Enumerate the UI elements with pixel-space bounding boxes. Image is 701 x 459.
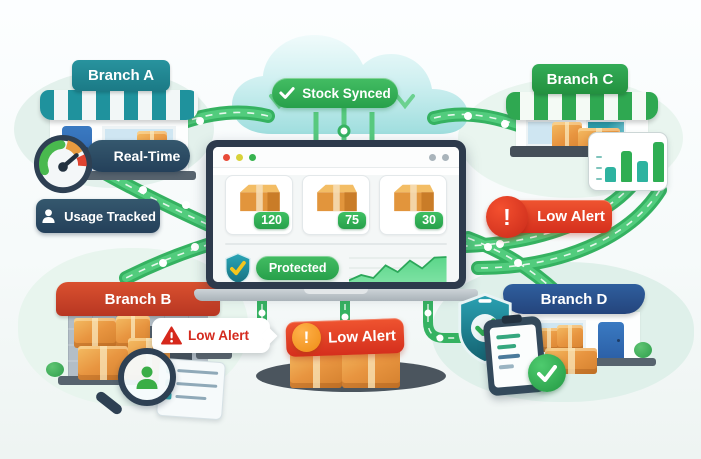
warning-triangle-icon <box>161 326 182 345</box>
laptop-screen: 120 75 30 <box>213 147 459 282</box>
dashboard-content: 120 75 30 <box>213 175 459 282</box>
protected-row: Protected <box>213 245 459 282</box>
branch-b-label: Branch B <box>104 290 172 308</box>
bush-icon <box>46 362 64 377</box>
bar <box>653 142 664 182</box>
inventory-card: 120 <box>225 175 293 235</box>
window-dot <box>442 153 449 161</box>
browser-topbar <box>213 147 459 168</box>
stock-synced-label: Stock Synced <box>302 85 391 101</box>
check-circle-icon <box>528 354 566 392</box>
box-icon <box>394 184 434 212</box>
stock-count-badge: 75 <box>338 212 366 229</box>
shield-icon <box>225 252 251 282</box>
exclamation-circle-icon: ! <box>292 323 321 352</box>
branch-a-sign: Branch A <box>72 60 170 91</box>
branch-b-low-alert-label: Low Alert <box>188 328 250 343</box>
divider <box>225 243 447 245</box>
branch-d-awning: Branch D <box>503 284 645 314</box>
branch-d-door <box>598 322 624 360</box>
inventory-cards-row: 120 75 30 <box>225 175 447 235</box>
window-dot <box>429 153 436 161</box>
branch-c-base <box>510 146 658 157</box>
usage-tracked-badge: Usage Tracked <box>36 199 160 233</box>
traffic-light-red <box>223 153 230 161</box>
branch-a-base <box>42 171 196 180</box>
branch-d-label: Branch D <box>540 290 608 308</box>
stock-count-badge: 120 <box>254 212 289 229</box>
laptop: 120 75 30 <box>206 140 466 289</box>
center-low-alert-label: Low Alert <box>327 327 397 347</box>
bar <box>637 161 648 182</box>
box-icon <box>240 184 280 212</box>
stock-synced-badge: Stock Synced <box>272 78 398 108</box>
check-icon <box>279 87 295 99</box>
branch-c-bar-chart-bars <box>605 140 664 182</box>
branch-c-low-alert-label: Low Alert <box>537 208 605 225</box>
protected-badge: Protected <box>255 256 340 280</box>
branch-a-label: Branch A <box>87 67 155 84</box>
traffic-light-yellow <box>236 153 243 161</box>
axis-ticks <box>596 156 602 180</box>
protected-label: Protected <box>268 261 327 275</box>
branch-c-sign: Branch C <box>532 64 628 94</box>
traffic-light-green <box>249 153 256 161</box>
branch-c-label: Branch C <box>546 70 614 88</box>
box-icon <box>290 350 342 388</box>
box-icon <box>74 318 116 348</box>
bush-icon <box>634 342 652 358</box>
user-icon <box>42 209 55 224</box>
branch-b-roof-sign: Branch B <box>56 282 220 316</box>
box-icon <box>557 325 583 352</box>
laptop-base <box>194 289 478 301</box>
inventory-card: 30 <box>379 175 447 235</box>
usage-tracked-label: Usage Tracked <box>64 208 156 224</box>
branch-c-bar-chart-card <box>588 132 668 191</box>
stock-count-badge: 30 <box>415 212 443 229</box>
magnifier-user-icon <box>118 348 176 406</box>
branch-b-low-alert-bubble: Low Alert <box>152 318 270 353</box>
real-time-label: Real-Time <box>113 148 181 164</box>
branch-c-awning <box>506 92 658 120</box>
bar <box>605 167 616 182</box>
bar <box>621 151 632 182</box>
gauge-icon <box>33 134 93 194</box>
box-icon <box>317 184 357 212</box>
exclamation-circle-icon: ! <box>486 196 528 238</box>
branch-a-awning <box>40 90 198 120</box>
inventory-card: 75 <box>302 175 370 235</box>
real-time-badge: Real-Time <box>86 140 190 172</box>
area-chart <box>349 256 447 282</box>
